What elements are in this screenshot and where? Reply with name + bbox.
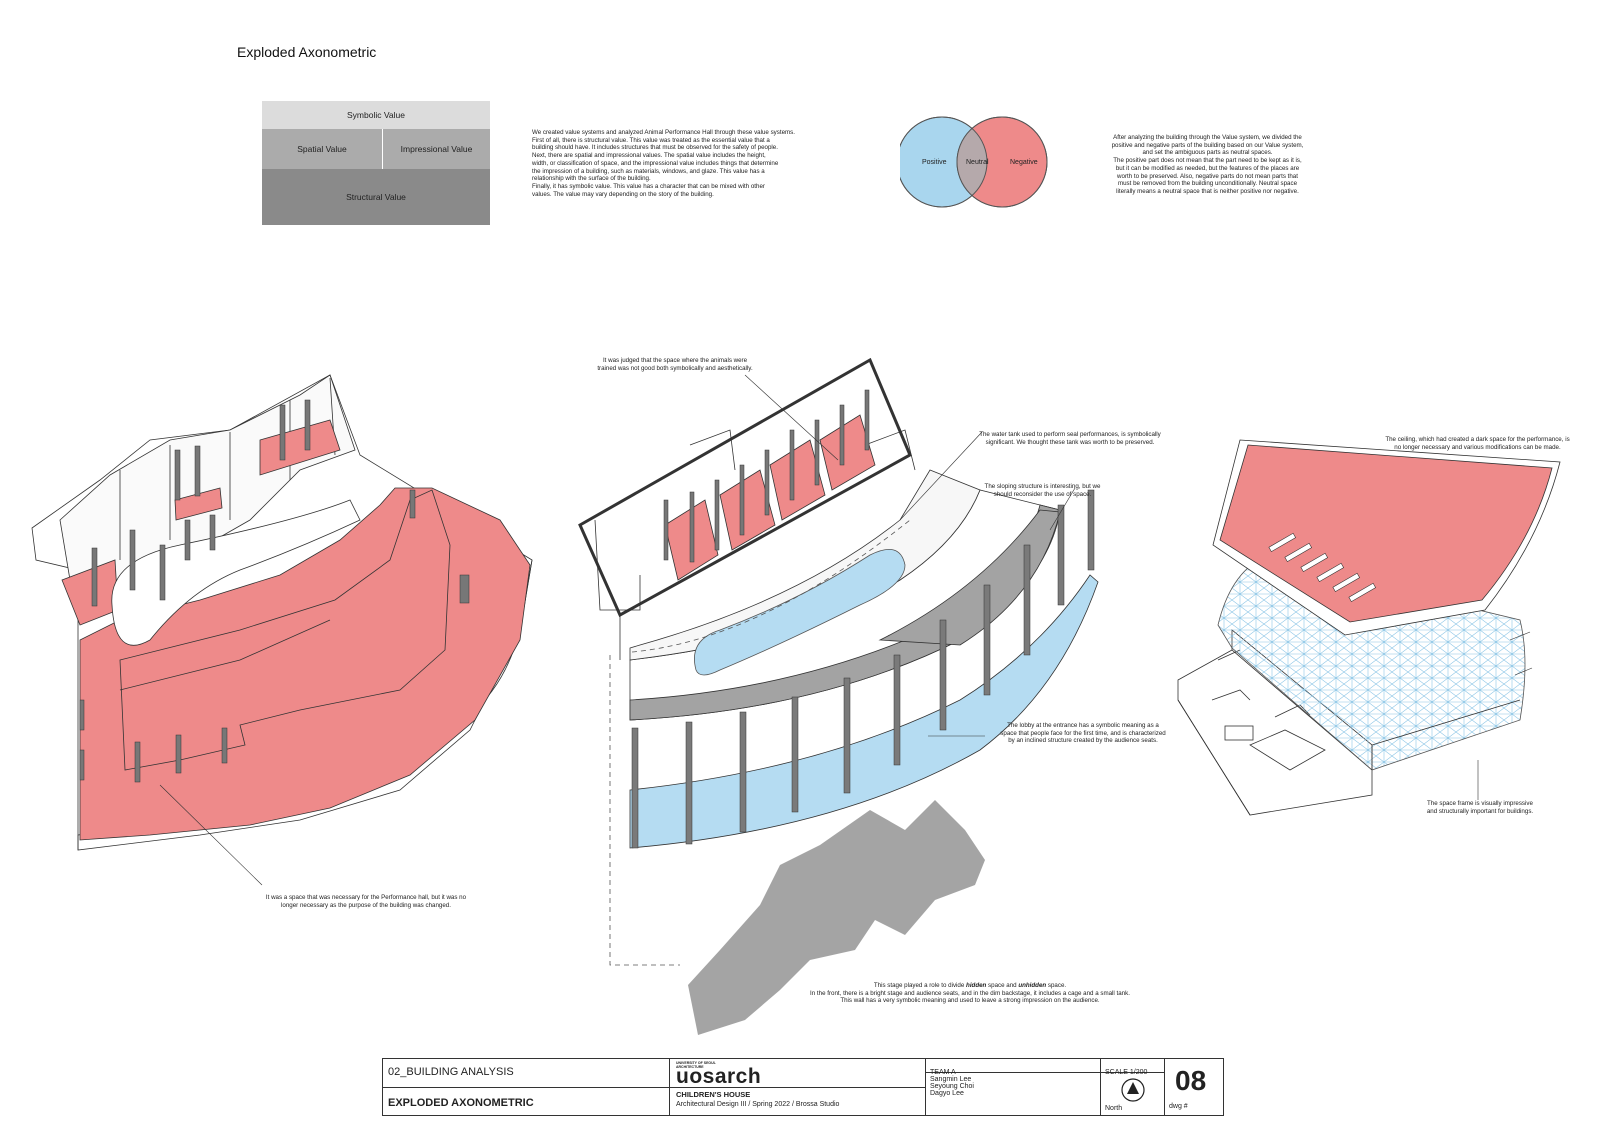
venn-neutral-label: Neutral xyxy=(966,159,989,166)
logo-cell: UNIVERSITY OF SEOUL ARCHITECTURE uosarch xyxy=(670,1059,926,1088)
text-line: space that people face for the first tim… xyxy=(1000,729,1166,737)
stage-text-hidden: hidden xyxy=(966,982,987,989)
team-label: TEAM A xyxy=(930,1069,956,1076)
scale-cell: SCALE 1/200 xyxy=(1101,1059,1165,1076)
center-layer-drawing xyxy=(578,357,1099,966)
stage-text-a: This stage played a role to divide xyxy=(873,982,967,989)
impressional-value-band: Impressional Value xyxy=(383,129,490,169)
text-line: must be removed from the building uncond… xyxy=(1117,180,1298,188)
venn-neutral-region xyxy=(957,117,987,207)
venn-positive-label: Positive xyxy=(922,159,947,166)
stage-text-unhidden: unhidden xyxy=(1018,982,1047,989)
text-line: by an inclined structure created by the … xyxy=(1008,737,1158,745)
logo-caption-1: UNIVERSITY OF SEOUL xyxy=(676,1061,716,1065)
members-cell: Sangmin Lee Seyoung Choi Dagyo Lee xyxy=(926,1073,1101,1116)
text-line: significant. We thought these tank was w… xyxy=(985,438,1155,446)
symbolic-value-label: Symbolic Value xyxy=(347,110,405,120)
annotation-stage: This stage played a role to divide hidde… xyxy=(770,982,1170,1005)
text-line: positive and negative parts of the build… xyxy=(1111,141,1304,149)
right-roof-drawing xyxy=(1177,439,1561,816)
spatial-value-band: Spatial Value xyxy=(262,129,382,169)
spatial-value-label: Spatial Value xyxy=(297,144,347,154)
stage-text-e: space. xyxy=(1046,982,1067,989)
project-name: CHILDREN'S HOUSE xyxy=(676,1090,751,1099)
text-line: relationship with the surface of the bui… xyxy=(532,175,651,183)
structural-value-label: Structural Value xyxy=(346,192,406,202)
text-line: width, or classification of space, and t… xyxy=(532,159,779,167)
value-system-description: We created value systems and analyzed An… xyxy=(532,129,832,198)
text-line: The ceiling, which had created a dark sp… xyxy=(1385,436,1570,443)
text-line: values. The value may vary depending on … xyxy=(532,190,714,198)
venn-negative-label: Negative xyxy=(1010,159,1038,166)
member-name: Seyoung Choi xyxy=(930,1083,974,1090)
text-line: We created value systems and analyzed An… xyxy=(532,129,795,136)
dwg-label: dwg # xyxy=(1169,1103,1188,1110)
annotation-ceiling: The ceiling, which had created a dark sp… xyxy=(1360,436,1595,451)
text-line: and structurally important for buildings… xyxy=(1426,807,1534,815)
north-cell: North xyxy=(1101,1073,1165,1116)
value-system-diagram: Symbolic Value Spatial Value Impressiona… xyxy=(262,101,490,225)
annotation-water-tank: The water tank used to perform seal perf… xyxy=(960,431,1180,446)
scale-label: SCALE 1/200 xyxy=(1105,1069,1148,1076)
north-arrow-icon xyxy=(1121,1078,1145,1102)
text-line: worth to be preserved. Also, negative pa… xyxy=(1117,172,1298,180)
text-line: literally means a neutral space that is … xyxy=(1116,187,1299,195)
text-line: The positive part does not mean that the… xyxy=(1113,157,1302,165)
venn-diagram xyxy=(900,116,1048,208)
annotation-animal-training: It was judged that the space where the a… xyxy=(580,357,770,372)
impressional-value-label: Impressional Value xyxy=(400,144,473,154)
text-line: trained was not good both symbolically a… xyxy=(597,364,753,372)
text-line: Next, there are spatial and impressional… xyxy=(532,152,766,160)
text-line: should reconsider the use of space. xyxy=(993,490,1092,498)
text-line: Finally, it has symbolic value. This val… xyxy=(532,182,765,190)
text-line: The space frame is visually impressive xyxy=(1427,800,1533,807)
stage-wall xyxy=(688,800,985,1035)
team-cell: TEAM A xyxy=(926,1059,1101,1076)
text-line: longer necessary as the purpose of the b… xyxy=(281,901,451,909)
course-name: Architectural Design III / Spring 2022 /… xyxy=(676,1101,840,1108)
uosarch-logo: uosarch xyxy=(676,1065,762,1088)
text-line: After analyzing the building through the… xyxy=(1113,134,1302,141)
drawing-title-cell: EXPLODED AXONOMETRIC xyxy=(383,1088,670,1116)
drawing-title: EXPLODED AXONOMETRIC xyxy=(388,1097,534,1109)
text-line: but it can be modified as needed, but th… xyxy=(1115,164,1300,172)
annotation-space-frame: The space frame is visually impressive a… xyxy=(1405,800,1555,815)
sheet-number-cell: 08 dwg # xyxy=(1165,1059,1223,1116)
text-line: no longer necessary and various modifica… xyxy=(1394,443,1561,451)
text-line: It was a space that was necessary for th… xyxy=(265,894,467,901)
project-cell: CHILDREN'S HOUSE Architectural Design II… xyxy=(670,1088,926,1116)
section-label: 02_BUILDING ANALYSIS xyxy=(388,1066,514,1078)
text-line: It was judged that the space where the a… xyxy=(602,357,748,364)
sheet-number: 08 xyxy=(1175,1065,1207,1096)
member-name: Dagyo Lee xyxy=(930,1090,964,1097)
annotation-sloping: The sloping structure is interesting, bu… xyxy=(960,483,1125,498)
north-label: North xyxy=(1105,1105,1123,1112)
stage-text-c: space and xyxy=(986,982,1019,989)
text-line: This wall has a very symbolic meaning an… xyxy=(840,997,1100,1005)
text-line: The sloping structure is interesting, bu… xyxy=(984,483,1101,490)
text-line: building should have. It includes struct… xyxy=(532,144,778,152)
venn-description: After analyzing the building through the… xyxy=(1080,134,1335,196)
annotation-left-space: It was a space that was necessary for th… xyxy=(236,894,496,909)
text-line: and set the ambiguous parts as neutral s… xyxy=(1142,149,1273,157)
symbolic-value-band: Symbolic Value xyxy=(262,101,490,129)
text-line: The lobby at the entrance has a symbolic… xyxy=(1007,722,1159,729)
member-name: Sangmin Lee xyxy=(930,1076,972,1083)
text-line: the impression of a building, such as ma… xyxy=(532,167,765,175)
left-floor-drawing xyxy=(31,374,533,886)
text-line: The water tank used to perform seal perf… xyxy=(979,431,1161,438)
text-line: In the front, there is a bright stage an… xyxy=(810,989,1130,997)
text-line: This stage played a role to divide hidde… xyxy=(770,982,1170,990)
title-block: 02_BUILDING ANALYSIS EXPLODED AXONOMETRI… xyxy=(382,1058,1224,1116)
logo-caption-2: ARCHITECTURE xyxy=(676,1065,704,1069)
page-title: Exploded Axonometric xyxy=(237,44,377,60)
section-cell: 02_BUILDING ANALYSIS xyxy=(383,1059,670,1088)
annotation-lobby: The lobby at the entrance has a symbolic… xyxy=(978,722,1188,745)
text-line: First of all, there is structural value.… xyxy=(532,136,770,144)
structural-value-band: Structural Value xyxy=(262,169,490,225)
